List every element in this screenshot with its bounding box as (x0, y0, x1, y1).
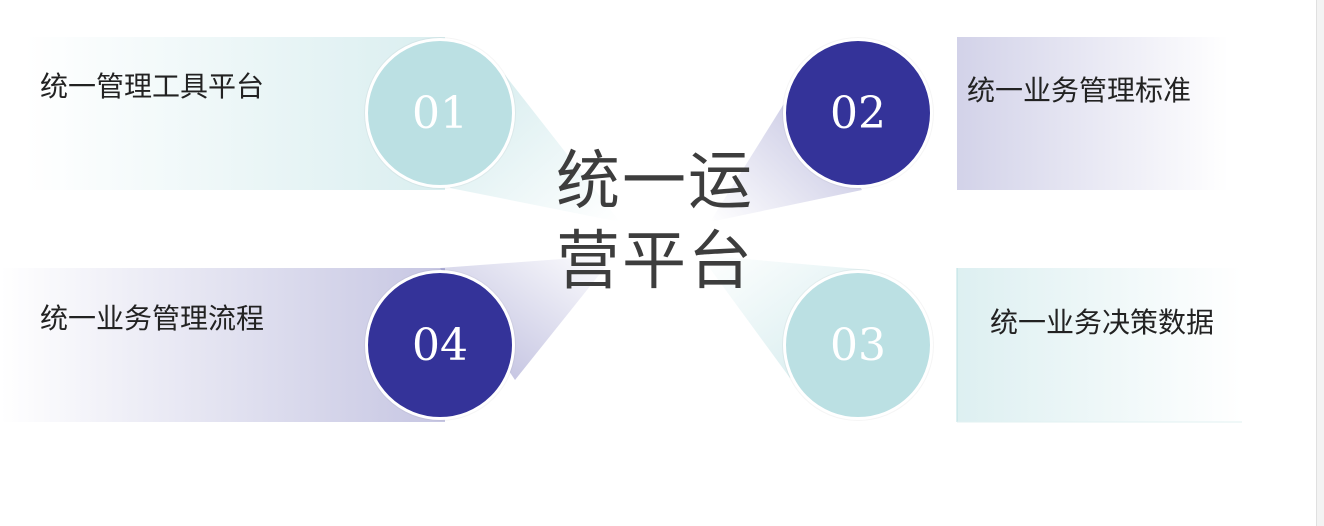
step-02-circle: 02 (783, 38, 933, 188)
wedge-02 (710, 78, 862, 222)
step-01-circle: 01 (365, 38, 515, 188)
step-01-label: 统一管理工具平台 (40, 70, 265, 103)
band-03 (957, 268, 1242, 422)
center-title-line1: 统一运 (556, 145, 754, 219)
band-02 (957, 37, 1229, 190)
step-03-label: 统一业务决策数据 (990, 306, 1215, 339)
step-01-number: 01 (412, 87, 468, 139)
step-02-label: 统一业务管理标准 (967, 74, 1192, 107)
step-03-circle: 03 (783, 270, 933, 420)
step-04-label: 统一业务管理流程 (40, 302, 265, 335)
right-edge-strip (1316, 0, 1324, 526)
step-02-number: 02 (830, 87, 886, 139)
step-03-number: 03 (830, 319, 886, 371)
step-04-circle: 04 (365, 270, 515, 420)
center-title: 统一运 营平台 (540, 142, 770, 302)
step-04-number: 04 (412, 319, 468, 371)
center-title-line2: 营平台 (556, 225, 754, 299)
